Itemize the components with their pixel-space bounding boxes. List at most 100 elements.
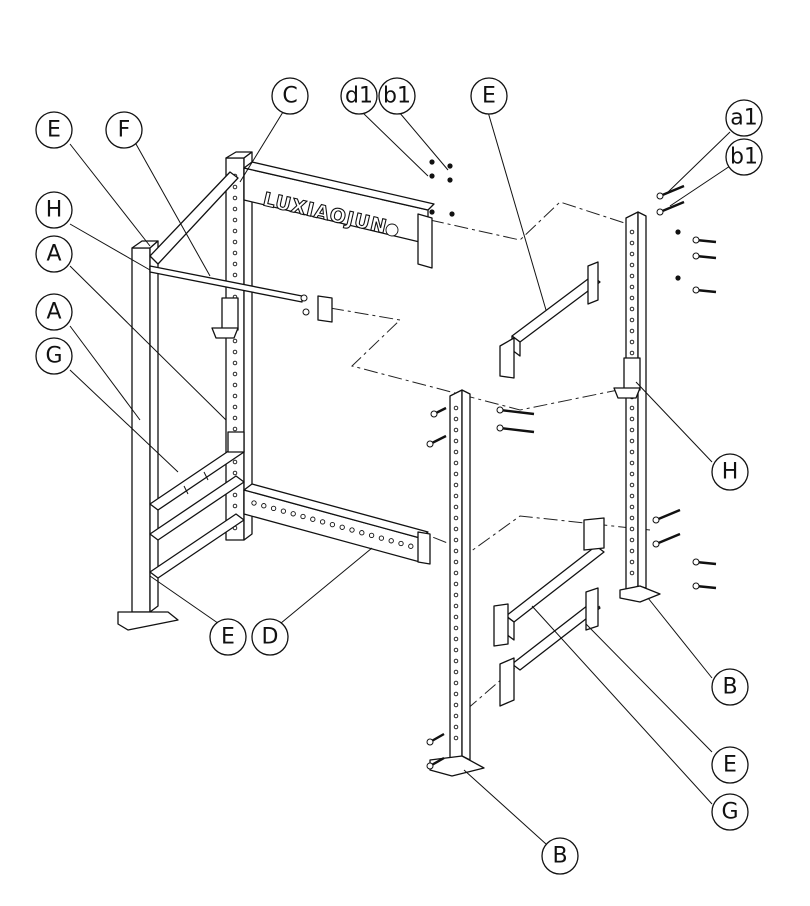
callout-A-1: A: [35, 235, 73, 273]
bolt-head: [496, 424, 504, 432]
bolt-head: [692, 582, 700, 590]
mounting-hole: [629, 504, 635, 510]
mounting-hole: [232, 184, 238, 190]
bolt-head: [656, 192, 664, 200]
mounting-hole: [359, 530, 365, 536]
pull-up-bar-F: [149, 265, 333, 323]
mounting-hole: [251, 500, 257, 506]
callout-H-right: H: [711, 453, 749, 491]
mounting-hole: [232, 250, 238, 256]
callout-A-2: A: [35, 293, 73, 331]
nut: [675, 229, 681, 235]
mounting-hole: [453, 493, 459, 499]
mounting-hole: [453, 427, 459, 433]
callout-E-top: E: [470, 77, 508, 115]
callout-G-right: G: [711, 793, 749, 831]
mounting-hole: [453, 625, 459, 631]
mounting-hole: [453, 504, 459, 510]
mounting-hole: [232, 239, 238, 245]
bolt: [499, 426, 535, 434]
mounting-hole: [232, 459, 238, 465]
nut: [429, 159, 435, 165]
mounting-hole: [629, 482, 635, 488]
mounting-hole: [629, 548, 635, 554]
mounting-hole: [453, 438, 459, 444]
callout-label: H: [46, 198, 63, 223]
mounting-hole: [261, 503, 267, 509]
spotter-arm-G: [493, 517, 605, 647]
bolt-head: [426, 762, 434, 770]
callout-C: C: [271, 77, 309, 115]
nut: [675, 275, 681, 281]
bolt-head: [496, 406, 504, 414]
bolt-head: [692, 558, 700, 566]
mounting-hole: [453, 548, 459, 554]
mounting-hole: [453, 405, 459, 411]
bolt-head: [692, 286, 700, 294]
mounting-hole: [232, 404, 238, 410]
mounting-hole: [290, 511, 296, 517]
mounting-hole: [453, 515, 459, 521]
mounting-hole: [232, 217, 238, 223]
callout-label: B: [722, 675, 737, 700]
mounting-hole: [453, 614, 459, 620]
nut: [429, 173, 435, 179]
mounting-hole: [453, 669, 459, 675]
mounting-hole: [368, 532, 375, 539]
callout-label: E: [723, 753, 737, 778]
mounting-hole: [232, 503, 238, 509]
upper-side-beam-E: [499, 261, 601, 379]
mounting-hole: [629, 240, 635, 246]
mounting-hole: [629, 284, 635, 290]
callout-label: D: [262, 625, 279, 650]
mounting-hole: [629, 493, 635, 499]
mounting-hole: [378, 535, 385, 541]
mounting-hole: [629, 273, 635, 279]
mounting-hole: [270, 505, 277, 512]
mounting-hole: [629, 328, 635, 334]
callout-label: H: [722, 460, 739, 485]
callout-label: a1: [730, 106, 757, 131]
mounting-hole: [408, 543, 414, 549]
callout-label: b1: [730, 145, 758, 170]
mounting-hole: [629, 559, 635, 565]
bolt: [659, 200, 685, 214]
mounting-hole: [453, 537, 459, 543]
mounting-hole: [453, 416, 459, 422]
mounting-hole: [232, 371, 238, 377]
callout-label: A: [46, 300, 61, 325]
callout-label: A: [46, 242, 61, 267]
callout-label: E: [482, 84, 496, 109]
callout-B-right: B: [711, 668, 749, 706]
bolt: [655, 508, 681, 522]
assembly-guide-lines: [329, 201, 651, 711]
mounting-hole: [232, 228, 238, 234]
callout-F: F: [105, 111, 143, 149]
beam-hole-row: [251, 500, 414, 549]
mounting-hole: [453, 636, 459, 642]
mounting-hole: [232, 272, 238, 278]
mounting-hole: [453, 702, 459, 708]
callout-label: G: [721, 800, 738, 825]
lower-side-beam-E: [499, 587, 601, 707]
mounting-hole: [629, 262, 635, 268]
mounting-hole: [453, 658, 459, 664]
center-upright-B: [429, 389, 485, 777]
mounting-hole: [453, 471, 459, 477]
mounting-hole: [453, 713, 459, 719]
mounting-hole: [339, 524, 345, 530]
mounting-hole: [232, 382, 238, 388]
mounting-hole: [453, 449, 459, 455]
mounting-hole: [232, 415, 238, 421]
callout-D: D: [251, 618, 289, 656]
callout-leaders: [69, 111, 731, 845]
bolt-head: [656, 208, 664, 216]
mounting-hole: [629, 229, 635, 235]
callout-E-right: E: [711, 746, 749, 784]
mounting-hole: [629, 350, 635, 356]
mounting-hole: [453, 581, 459, 587]
mounting-hole: [453, 647, 459, 653]
j-hook-left: [211, 297, 239, 339]
mounting-hole: [629, 526, 635, 532]
